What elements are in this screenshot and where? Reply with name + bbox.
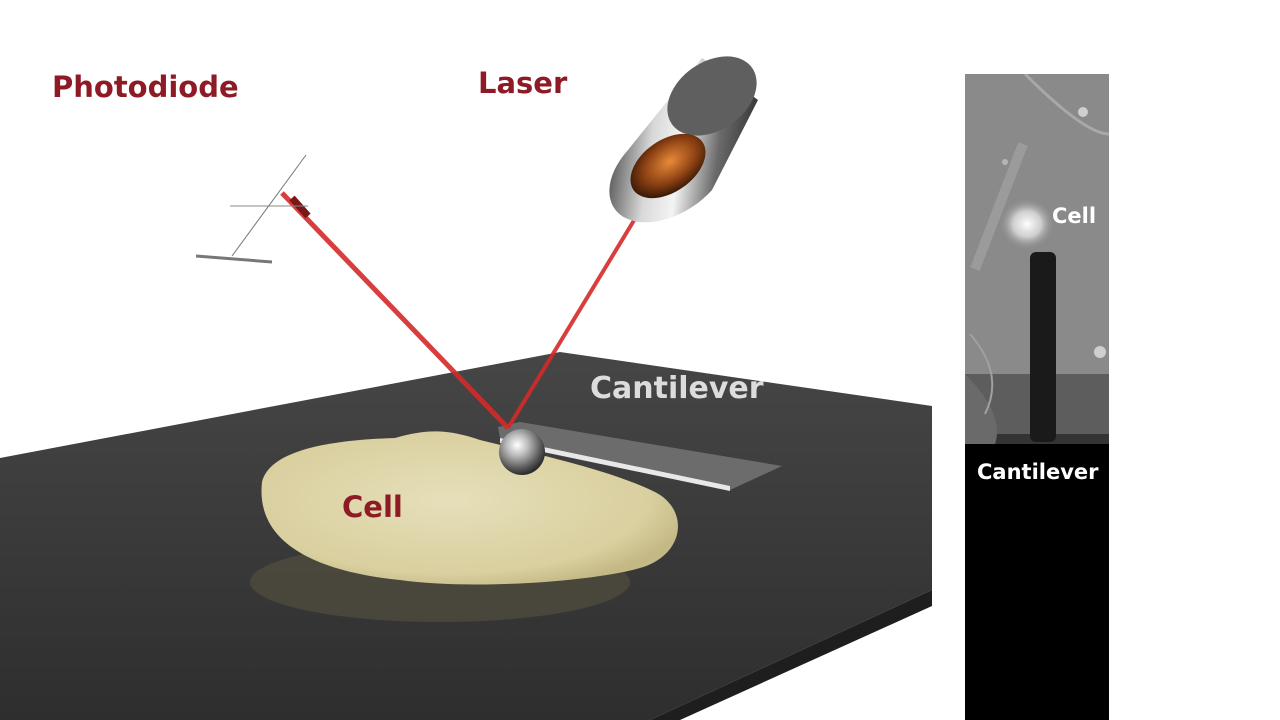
photodiode-label: Photodiode: [52, 70, 239, 104]
cell-body: [261, 431, 678, 585]
photodiode-detector: [195, 154, 308, 264]
cantilever-beam: [498, 422, 782, 490]
cell-label: Cell: [342, 490, 403, 524]
cantilever-edge: [500, 438, 730, 491]
micrograph-cantilever-label: Cantilever: [977, 460, 1099, 484]
microscope-image: Cell Cantilever: [965, 74, 1109, 720]
laser-beam-reflected: [280, 191, 510, 430]
laser-label: Laser: [478, 66, 568, 100]
laser-emitter: [609, 56, 758, 223]
substrate-edge: [650, 590, 932, 720]
micrograph-cell-label: Cell: [1052, 204, 1097, 228]
cantilever-label: Cantilever: [590, 371, 764, 406]
probe-sphere: [499, 429, 545, 475]
